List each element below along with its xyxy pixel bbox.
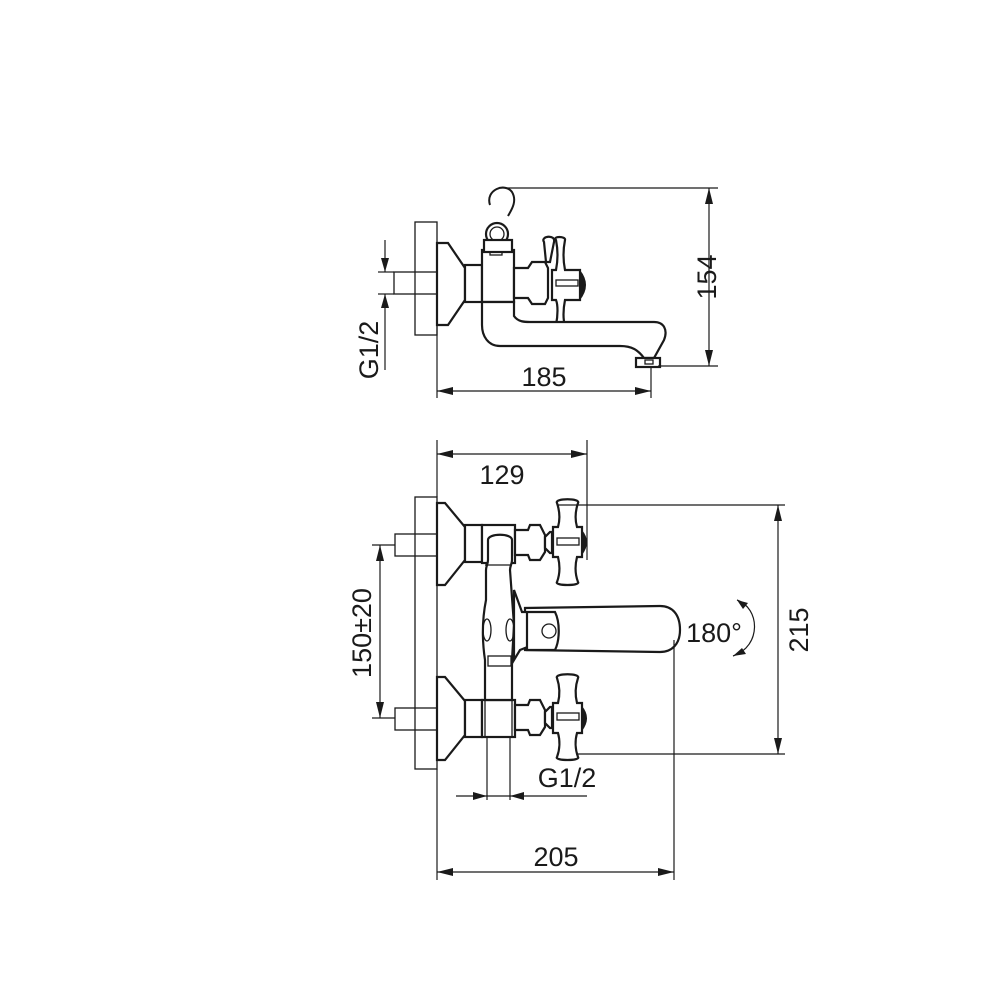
- wall-section: [414, 221, 438, 336]
- upper-inlet-pipe: [394, 533, 438, 557]
- dim-width-185: 185: [521, 362, 566, 392]
- dim-thread-g12-top: G1/2: [538, 763, 597, 793]
- dim-total-height-215: 215: [784, 607, 814, 652]
- dim-thread-g12-side: G1/2: [354, 321, 384, 380]
- dim-total-width-205: 205: [533, 842, 578, 872]
- side-view-dimensions: 154 185 G1/2: [354, 187, 722, 398]
- dim-height-154: 154: [692, 254, 722, 299]
- spout: [480, 300, 667, 360]
- mixer-column: [481, 533, 516, 702]
- top-view: [394, 496, 682, 770]
- shower-hook: [488, 186, 516, 217]
- aerator: [634, 356, 662, 369]
- escutcheon: [435, 241, 467, 327]
- wall-section-top: [414, 496, 438, 770]
- lower-cross-handle: [551, 673, 584, 762]
- lower-inlet-pipe: [394, 707, 438, 731]
- upper-cross-handle: [551, 498, 584, 587]
- dim-inlet-spacing: 150±20: [347, 588, 377, 678]
- mixer-body: [480, 248, 516, 304]
- side-view: [393, 186, 667, 369]
- spout-rotation-label: 180°: [686, 618, 742, 648]
- dim-handle-reach-129: 129: [479, 460, 524, 490]
- hex-nut: [463, 263, 484, 304]
- top-view-dimensions: 129 215 180° 150±20 G1/2 205: [347, 440, 814, 880]
